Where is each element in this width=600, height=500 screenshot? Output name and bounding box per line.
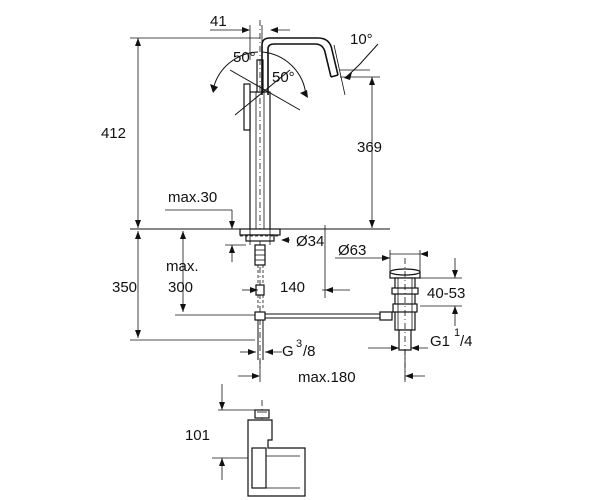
deck-mount xyxy=(239,228,281,360)
dim-369: 369 xyxy=(340,76,382,228)
dim-d34: Ø34 xyxy=(281,233,324,250)
label-369: 369 xyxy=(357,139,382,156)
label-d34: Ø34 xyxy=(296,233,324,250)
label-angle-left: 50° xyxy=(233,49,256,66)
dim-101: 101 xyxy=(185,384,255,480)
label-max180: max.180 xyxy=(298,369,356,386)
dim-40-53: 40-53 xyxy=(420,258,465,326)
dim-412: 412 xyxy=(101,37,260,228)
label-g1: G1 xyxy=(430,333,450,350)
label-g1-sub: /4 xyxy=(460,333,473,350)
label-101: 101 xyxy=(185,427,210,444)
handle-side-view xyxy=(247,400,306,497)
label-300: 300 xyxy=(168,279,193,296)
dim-350: 350 xyxy=(112,231,255,341)
dim-g1-1-4: G1 1 /4 xyxy=(368,327,473,351)
dim-41: 41 xyxy=(210,13,290,60)
label-g-sup: 3 xyxy=(296,338,302,350)
dim-max300: max. 300 xyxy=(166,231,255,316)
label-spout-tilt: 10° xyxy=(350,31,373,48)
label-max: max. xyxy=(166,258,199,275)
label-40-53: 40-53 xyxy=(427,285,465,302)
spout-angle-mark xyxy=(333,43,379,96)
label-140: 140 xyxy=(280,279,305,296)
label-41: 41 xyxy=(210,13,227,30)
dim-d63: Ø63 xyxy=(335,242,428,272)
dim-max180: max.180 xyxy=(238,350,425,386)
label-g-sub: /8 xyxy=(303,343,316,360)
label-angle-right: 50° xyxy=(272,69,295,86)
dim-max30: max.30 xyxy=(165,189,246,262)
label-g1-sup: 1 xyxy=(454,327,460,339)
dim-140: 140 xyxy=(242,225,350,298)
label-350: 350 xyxy=(112,279,137,296)
handle-swing-arcs xyxy=(210,51,308,116)
label-d63: Ø63 xyxy=(338,242,366,259)
label-g: G xyxy=(282,343,294,360)
label-max30: max.30 xyxy=(168,189,217,206)
drain-assembly xyxy=(265,258,421,380)
label-412: 412 xyxy=(101,125,126,142)
dim-g-3-8: G 3 /8 xyxy=(240,338,316,360)
